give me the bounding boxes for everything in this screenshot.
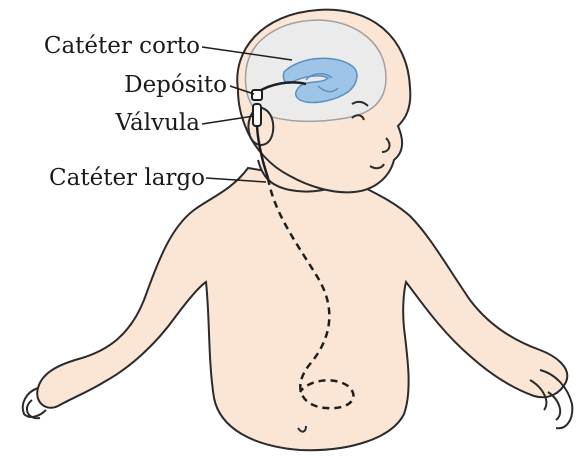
label-valve: Válvula — [116, 112, 200, 135]
label-reservoir: Depósito — [124, 74, 227, 97]
label-short-catheter: Catéter corto — [44, 35, 200, 58]
torso — [37, 168, 567, 450]
label-long-catheter: Catéter largo — [49, 167, 205, 190]
reservoir-shape — [252, 90, 262, 100]
valve-shape — [253, 104, 261, 126]
